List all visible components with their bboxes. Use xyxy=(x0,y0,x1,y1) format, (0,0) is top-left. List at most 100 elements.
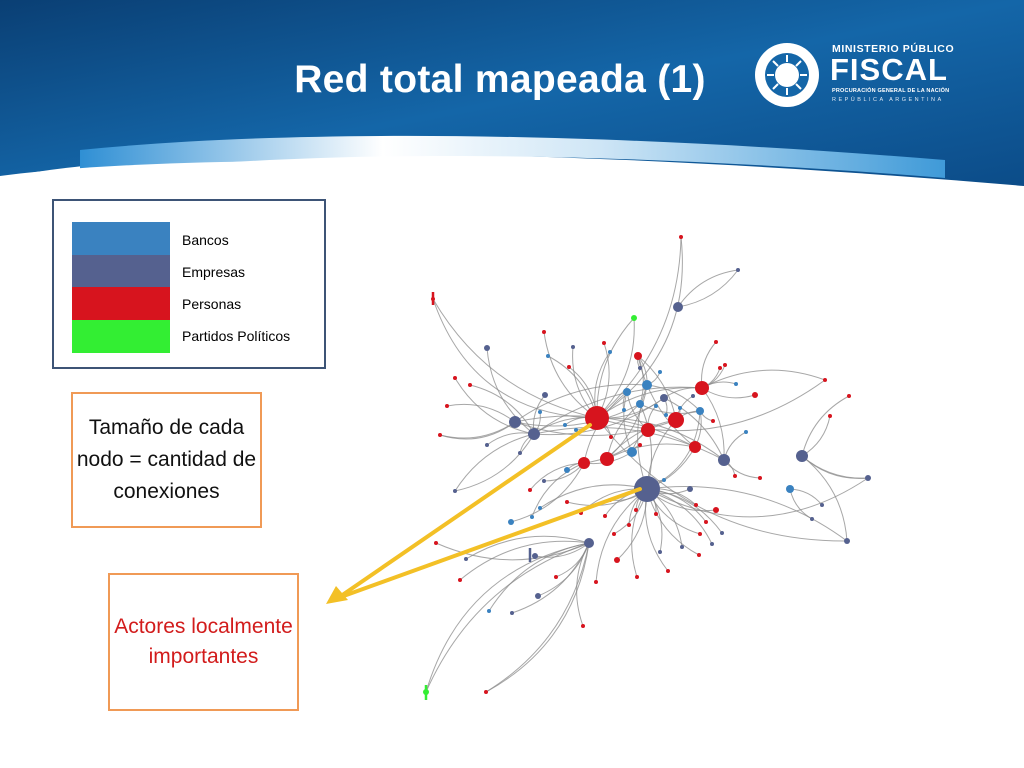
local-actors-note: Actores localmente importantes xyxy=(108,573,299,711)
legend-label-empresas: Empresas xyxy=(182,264,246,280)
network-leaf-node xyxy=(453,376,457,380)
network-edges xyxy=(424,236,869,700)
network-leaf-node xyxy=(654,512,658,516)
network-leaf-node xyxy=(468,383,472,387)
network-leaf-node xyxy=(704,520,708,524)
network-leaf-node xyxy=(662,478,666,482)
network-edge xyxy=(639,403,701,414)
highlight-arrow-line xyxy=(336,487,642,600)
network-edge xyxy=(596,379,826,432)
network-leaf-node xyxy=(844,538,850,544)
network-hub-node xyxy=(796,450,808,462)
network-edge xyxy=(801,415,831,457)
network-edge xyxy=(606,443,696,460)
network-edge xyxy=(677,269,739,308)
network-edge xyxy=(663,397,725,461)
network-edge xyxy=(533,426,725,461)
network-leaf-node xyxy=(528,488,532,492)
network-leaf-node xyxy=(542,392,548,398)
network-leaf-node xyxy=(594,580,598,584)
network-edge xyxy=(646,477,869,518)
legend-box: Bancos Empresas Personas Partidos Políti… xyxy=(52,199,326,369)
network-leaf-node xyxy=(828,414,832,418)
network-edge xyxy=(596,317,635,419)
network-leaf-node xyxy=(654,404,658,408)
network-hub-node xyxy=(627,447,637,457)
network-edge xyxy=(446,403,516,423)
logo-procuracion: PROCURACIÓN GENERAL DE LA NACIÓN xyxy=(832,88,950,94)
network-leaf-node xyxy=(622,408,626,412)
network-leaf-node xyxy=(758,476,762,480)
network-hub-node xyxy=(623,388,631,396)
network-edge xyxy=(606,419,677,460)
network-leaf-node xyxy=(631,315,637,321)
network-hub-node xyxy=(695,381,709,395)
legend-swatch-personas xyxy=(72,287,170,320)
network-leaf-node xyxy=(423,689,429,695)
network-hub-node xyxy=(634,476,660,502)
legend-label-bancos: Bancos xyxy=(182,232,229,248)
network-leaf-node xyxy=(508,519,514,525)
network-edge xyxy=(596,236,683,419)
network-hub-node xyxy=(696,407,704,415)
network-leaf-node xyxy=(458,578,462,582)
network-edge xyxy=(485,542,590,693)
network-edge xyxy=(537,542,590,597)
network-leaf-node xyxy=(638,443,642,447)
network-leaf-node xyxy=(635,575,639,579)
network-leaf-node xyxy=(720,531,724,535)
network-leaf-node xyxy=(484,345,490,351)
network-leaf-node xyxy=(535,593,541,599)
network-leaf-node xyxy=(744,430,748,434)
network-leaf-node xyxy=(563,423,567,427)
network-edge xyxy=(723,459,761,479)
network-leaf-node xyxy=(718,366,722,370)
slide-title: Red total mapeada (1) xyxy=(294,58,706,101)
network-leaf-node xyxy=(687,486,693,492)
legend-label-partidos: Partidos Políticos xyxy=(182,328,291,344)
network-leaf-node xyxy=(714,340,718,344)
network-hub-node xyxy=(636,400,644,408)
sun-emblem-icon xyxy=(755,43,819,107)
network-leaf-node xyxy=(453,489,457,493)
network-edge xyxy=(425,542,590,693)
network-edge xyxy=(646,486,848,542)
network-edge xyxy=(801,395,850,457)
network-leaf-node xyxy=(847,394,851,398)
network-edge xyxy=(439,421,516,440)
network-nodes xyxy=(423,235,871,695)
network-leaf-node xyxy=(581,624,585,628)
network-hub-node xyxy=(578,457,590,469)
network-edge xyxy=(425,542,590,693)
network-hub-node xyxy=(718,454,730,466)
network-hub-node xyxy=(668,412,684,428)
network-edge xyxy=(583,429,649,464)
network-hub-node xyxy=(641,423,655,437)
network-leaf-node xyxy=(680,545,684,549)
network-hub-node xyxy=(786,485,794,493)
network-hub-node xyxy=(660,394,668,402)
network-leaf-node xyxy=(542,479,546,483)
network-edge xyxy=(485,542,590,693)
network-leaf-node xyxy=(723,363,727,367)
legend-swatch-empresas xyxy=(72,255,170,288)
legend-swatch-partidos xyxy=(72,320,170,353)
network-edge xyxy=(432,298,598,419)
network-edge xyxy=(677,269,739,308)
network-leaf-node xyxy=(698,532,702,536)
logo-republica: REPÚBLICA ARGENTINA xyxy=(832,97,944,103)
network-edge xyxy=(646,384,701,412)
network-edge xyxy=(606,384,648,460)
node-size-note: Tamaño de cada nodo = cantidad de conexi… xyxy=(71,392,262,528)
network-edge xyxy=(543,331,598,419)
network-hub-node xyxy=(634,352,642,360)
network-edge xyxy=(465,535,590,560)
network-leaf-node xyxy=(518,451,522,455)
network-edge xyxy=(596,417,848,542)
network-edge xyxy=(801,455,869,479)
network-leaf-node xyxy=(713,507,719,513)
network-leaf-node xyxy=(638,366,642,370)
network-leaf-node xyxy=(820,503,824,507)
network-hub-node xyxy=(584,538,594,548)
network-leaf-node xyxy=(865,475,871,481)
